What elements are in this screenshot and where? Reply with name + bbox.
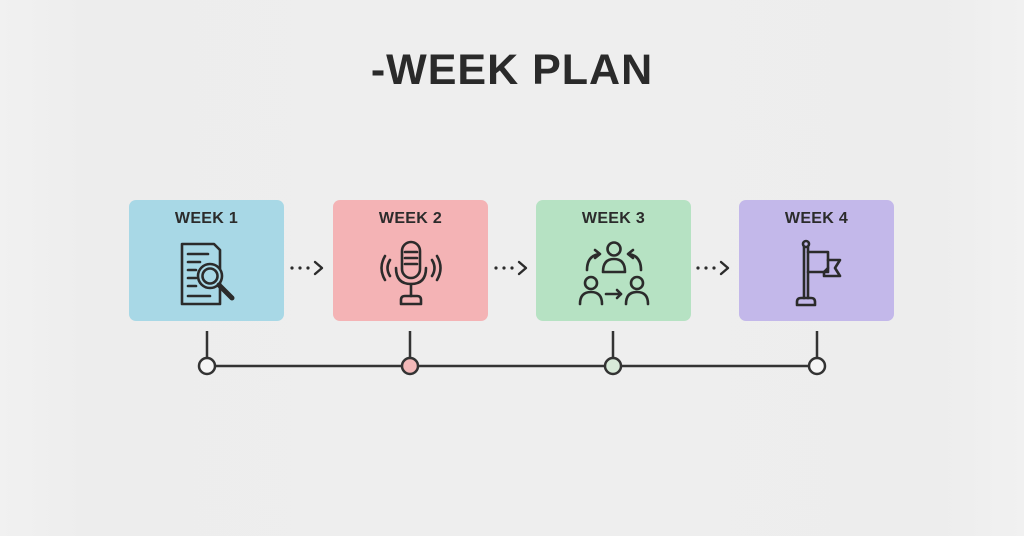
document-search-icon bbox=[170, 238, 244, 310]
timeline-node-3 bbox=[603, 356, 623, 376]
week-label: WEEK 1 bbox=[174, 210, 239, 227]
timeline-node-2 bbox=[400, 356, 420, 376]
dotted-arrow-right-icon bbox=[693, 258, 733, 278]
week-card-3: WEEK 3 bbox=[536, 200, 691, 321]
page-title: -WEEK PLAN bbox=[370, 46, 654, 94]
team-collaboration-icon bbox=[577, 238, 651, 310]
week-card-4: WEEK 4 bbox=[739, 200, 894, 321]
dotted-arrow-right-icon bbox=[491, 258, 531, 278]
week-card-1: WEEK 1 bbox=[129, 200, 284, 321]
week-label: WEEK 4 bbox=[784, 210, 849, 227]
timeline-node-1 bbox=[197, 356, 217, 376]
week-label: WEEK 3 bbox=[581, 210, 646, 227]
timeline-node-4 bbox=[807, 356, 827, 376]
week-card-2: WEEK 2 bbox=[333, 200, 488, 321]
microphone-icon bbox=[374, 238, 448, 310]
dotted-arrow-right-icon bbox=[287, 258, 327, 278]
week-label: WEEK 2 bbox=[378, 210, 443, 227]
flag-icon bbox=[780, 238, 854, 310]
